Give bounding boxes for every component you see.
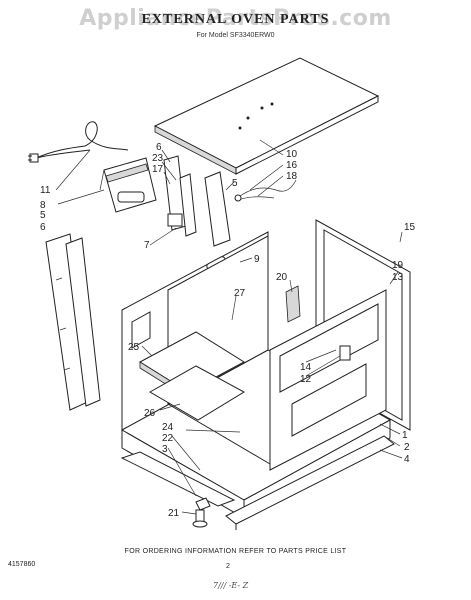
callout: 12	[300, 374, 312, 385]
callout: 4	[404, 454, 410, 465]
callout: 16	[286, 160, 298, 171]
watermark: AppliancePartsPros.com	[79, 6, 392, 31]
callout: 18	[286, 171, 298, 182]
callout: 14	[300, 362, 312, 373]
ordering-note: FOR ORDERING INFORMATION REFER TO PARTS …	[124, 548, 347, 555]
callout: 9	[254, 254, 260, 265]
callout: 22	[162, 433, 174, 444]
callout: 6	[40, 222, 46, 233]
document-number: 4157860	[8, 561, 36, 568]
callout: 26	[144, 408, 156, 419]
callout: 15	[404, 222, 416, 233]
callout: 2	[404, 442, 410, 453]
bottom-trim	[120, 435, 395, 530]
callout: 3	[162, 444, 168, 455]
callout: 20	[276, 272, 288, 283]
callout: 5	[232, 178, 238, 189]
left-side-trim	[45, 233, 101, 411]
leader-lines	[55, 139, 403, 515]
top-panel	[153, 57, 380, 175]
page-number: 2	[226, 563, 230, 570]
callout: 17	[152, 164, 164, 175]
callout: 21	[168, 508, 180, 519]
callout: 11	[40, 185, 51, 196]
power-cord	[28, 121, 129, 163]
front-panel	[269, 285, 387, 471]
leveling-leg	[192, 509, 208, 528]
callout: 8	[40, 200, 46, 211]
handwritten-note: 7/// -E- Z	[213, 581, 249, 590]
callout-labels: 6 23 17 7 11 8 5 6 10 16 18 5 9 20 27 25…	[40, 142, 416, 519]
callout: 5	[40, 210, 46, 221]
callout: 19	[392, 260, 404, 271]
center-brackets	[163, 155, 231, 247]
callout: 13	[392, 272, 404, 283]
callout: 24	[162, 422, 174, 433]
callout: 1	[402, 430, 408, 441]
rear-cover	[99, 157, 157, 213]
callout: 6	[156, 142, 162, 153]
diagram-title: EXTERNAL OVEN PARTS	[141, 12, 330, 27]
callout: 23	[152, 153, 164, 164]
wire-harness	[234, 179, 297, 202]
callout: 25	[128, 342, 140, 353]
callout: 7	[144, 240, 150, 251]
model-line: For Model SF3340ERW0	[196, 32, 275, 39]
callout: 10	[286, 149, 298, 160]
callout: 27	[234, 288, 246, 299]
